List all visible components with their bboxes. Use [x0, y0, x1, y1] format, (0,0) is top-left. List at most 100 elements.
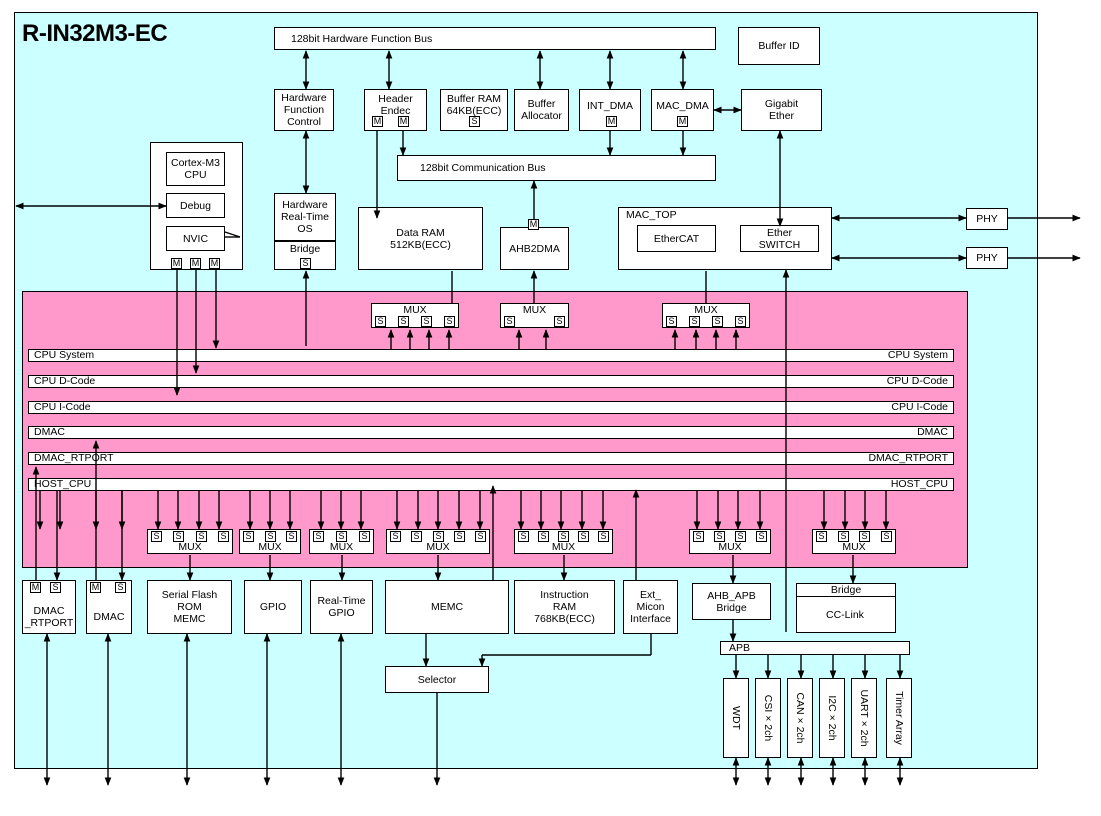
master-port-tag: M [90, 582, 101, 593]
rtos-bridge-label: Bridge [289, 243, 321, 255]
slave-port-tag: S [518, 531, 529, 542]
slave-port-tag: S [504, 316, 515, 327]
cortex-m3-cpu-block: Cortex-M3 CPU [166, 152, 225, 186]
can-block: CAN × 2ch [787, 678, 813, 758]
bus-label-right: CPU System [887, 349, 948, 361]
mux-label: MUX [522, 304, 547, 316]
real-time-gpio-block: Real-Time GPIO [310, 580, 373, 634]
slave-port-tag: S [756, 531, 767, 542]
mux-label: MUX [842, 541, 866, 553]
slave-port-tag: S [735, 316, 746, 327]
slave-port-tag: S [265, 531, 276, 542]
hardware-function-bus: 128bit Hardware Function Bus [274, 27, 716, 50]
dmac-rtport-block: DMAC _RTPORT [22, 580, 76, 634]
cc-link-bridge-block: Bridge [796, 583, 896, 597]
master-port-tag: M [677, 116, 688, 127]
mux-label: MUX [426, 541, 450, 553]
bus-cpu-dcode: CPU D-Code CPU D-Code [28, 375, 954, 388]
connector-line [224, 231, 241, 238]
ethercat-block: EtherCAT [637, 225, 716, 252]
uart-block: UART × 2ch [851, 678, 877, 758]
slave-port-tag: S [398, 316, 409, 327]
buffer-allocator-block: Buffer Allocator [514, 89, 569, 131]
memc-block: MEMC [385, 580, 509, 634]
hardware-function-control-block: Hardware Function Control [274, 89, 334, 131]
mux-label: MUX [178, 541, 202, 553]
slave-port-tag: S [598, 531, 609, 542]
gigabit-ether-block: Gigabit Ether [741, 89, 822, 131]
slave-port-tag: S [859, 531, 870, 542]
bus-label-right: CPU D-Code [886, 375, 948, 387]
bus-label-right: CPU I-Code [891, 401, 948, 413]
mux-label: MUX [718, 541, 742, 553]
hardware-rtos-block: Hardware Real-Time OS [274, 193, 336, 241]
slave-port-tag: S [538, 531, 549, 542]
slave-port-tag: S [173, 531, 184, 542]
bus-label-left: DMAC [34, 426, 65, 438]
slave-port-tag: S [838, 531, 849, 542]
slave-port-tag: S [712, 316, 723, 327]
slave-port-tag: S [313, 531, 324, 542]
wdt-block: WDT [723, 678, 749, 758]
apb-bus: APB [720, 641, 910, 655]
selector-block: Selector [385, 666, 489, 693]
gpio-block: GPIO [244, 580, 302, 634]
slave-port-tag: S [666, 316, 677, 327]
bus-label-left: CPU System [34, 349, 95, 361]
debug-block: Debug [166, 193, 225, 218]
master-port-tag: M [372, 116, 383, 127]
slave-port-tag: S [336, 531, 347, 542]
slave-port-tag: S [359, 531, 370, 542]
slave-port-tag: S [475, 531, 486, 542]
slave-port-tag: S [115, 582, 126, 593]
bus-label-right: HOST_CPU [890, 478, 948, 490]
slave-port-tag: S [151, 531, 162, 542]
mac-top-label: MAC_TOP [626, 209, 677, 221]
phy-1-block: PHY [966, 208, 1008, 230]
communication-bus: 128bit Communication Bus [397, 155, 716, 181]
ahb-apb-bridge-block: AHB_APB Bridge [692, 583, 771, 620]
bus-cpu-icode: CPU I-Code CPU I-Code [28, 401, 954, 414]
csi-block: CSI × 2ch [755, 678, 781, 758]
ahb2dma-block: AHB2DMA [500, 227, 569, 270]
slave-port-tag: S [714, 531, 725, 542]
slave-port-tag: S [218, 531, 229, 542]
instruction-ram-block: Instruction RAM 768KB(ECC) [514, 580, 615, 634]
mux-label: MUX [551, 541, 576, 553]
slave-port-tag: S [50, 582, 61, 593]
bus-dmac: DMAC DMAC [28, 426, 954, 439]
mux-mac-top: MUX [662, 303, 750, 328]
slave-port-tag: S [558, 531, 569, 542]
slave-port-tag: S [421, 316, 432, 327]
cc-link-label: CC-Link [826, 609, 864, 621]
bus-label-right: DMAC [917, 426, 948, 438]
slave-port-tag: S [286, 531, 297, 542]
slave-port-tag: S [411, 531, 422, 542]
buffer-id-block: Buffer ID [738, 27, 820, 65]
slave-port-tag: S [390, 531, 401, 542]
mux-label: MUX [403, 304, 427, 316]
slave-port-tag: S [300, 258, 311, 269]
master-port-tag: M [30, 582, 41, 593]
master-port-tag: M [606, 116, 617, 127]
nvic-block: NVIC [166, 226, 225, 251]
mux-label: MUX [258, 541, 282, 553]
ether-switch-block: Ether SWITCH [740, 225, 819, 252]
chip-title: R-IN32M3-EC [22, 20, 168, 47]
slave-port-tag: S [243, 531, 254, 542]
slave-port-tag: S [375, 316, 386, 327]
bus-label-left: DMAC_RTPORT [34, 452, 114, 464]
mux-label: MUX [694, 304, 718, 316]
bus-label-left: HOST_CPU [34, 478, 92, 490]
bus-label-left: CPU D-Code [34, 375, 96, 387]
slave-port-tag: S [693, 531, 704, 542]
slave-port-tag: S [554, 316, 565, 327]
slave-port-tag: S [469, 116, 480, 127]
bus-label-left: CPU I-Code [34, 401, 91, 413]
slave-port-tag: S [433, 531, 444, 542]
slave-port-tag: S [444, 316, 455, 327]
slave-port-tag: S [689, 316, 700, 327]
master-port-tag: M [209, 258, 220, 269]
slave-port-tag: S [881, 531, 892, 542]
